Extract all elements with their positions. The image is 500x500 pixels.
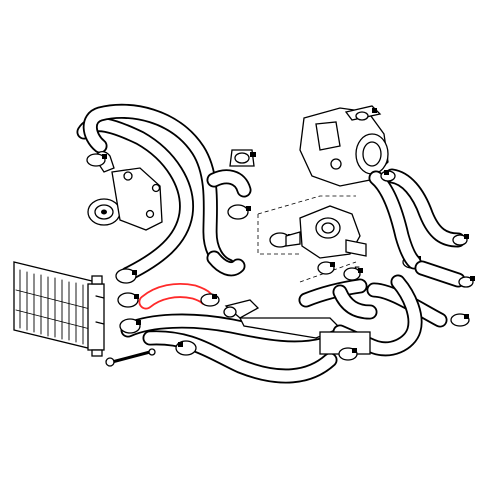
hose-clips-left (115, 268, 220, 334)
coolant-pipe-right (319, 274, 423, 361)
radiator (13, 261, 105, 357)
hose-clamp (175, 340, 197, 356)
lower-radiator-hose-highlighted[interactable] (138, 282, 214, 310)
lower-long-hose (142, 330, 338, 384)
short-hose-right (414, 260, 475, 288)
throttle-coolant-hose (368, 168, 469, 270)
hose-clip-mid (227, 204, 293, 248)
upper-radiator-hose (76, 117, 194, 282)
water-pump (87, 150, 163, 231)
hose-t-connector (223, 299, 342, 339)
bypass-hose-upper (82, 103, 236, 274)
clamp-bracket (229, 149, 256, 167)
hose-clip (86, 153, 107, 167)
throttle-body (299, 105, 389, 187)
drain-plug (105, 348, 156, 367)
hose-junction-mid (332, 267, 378, 320)
connector-hose-short (206, 250, 246, 277)
thermostat-housing (285, 205, 367, 259)
connector-hose-top (206, 169, 252, 198)
